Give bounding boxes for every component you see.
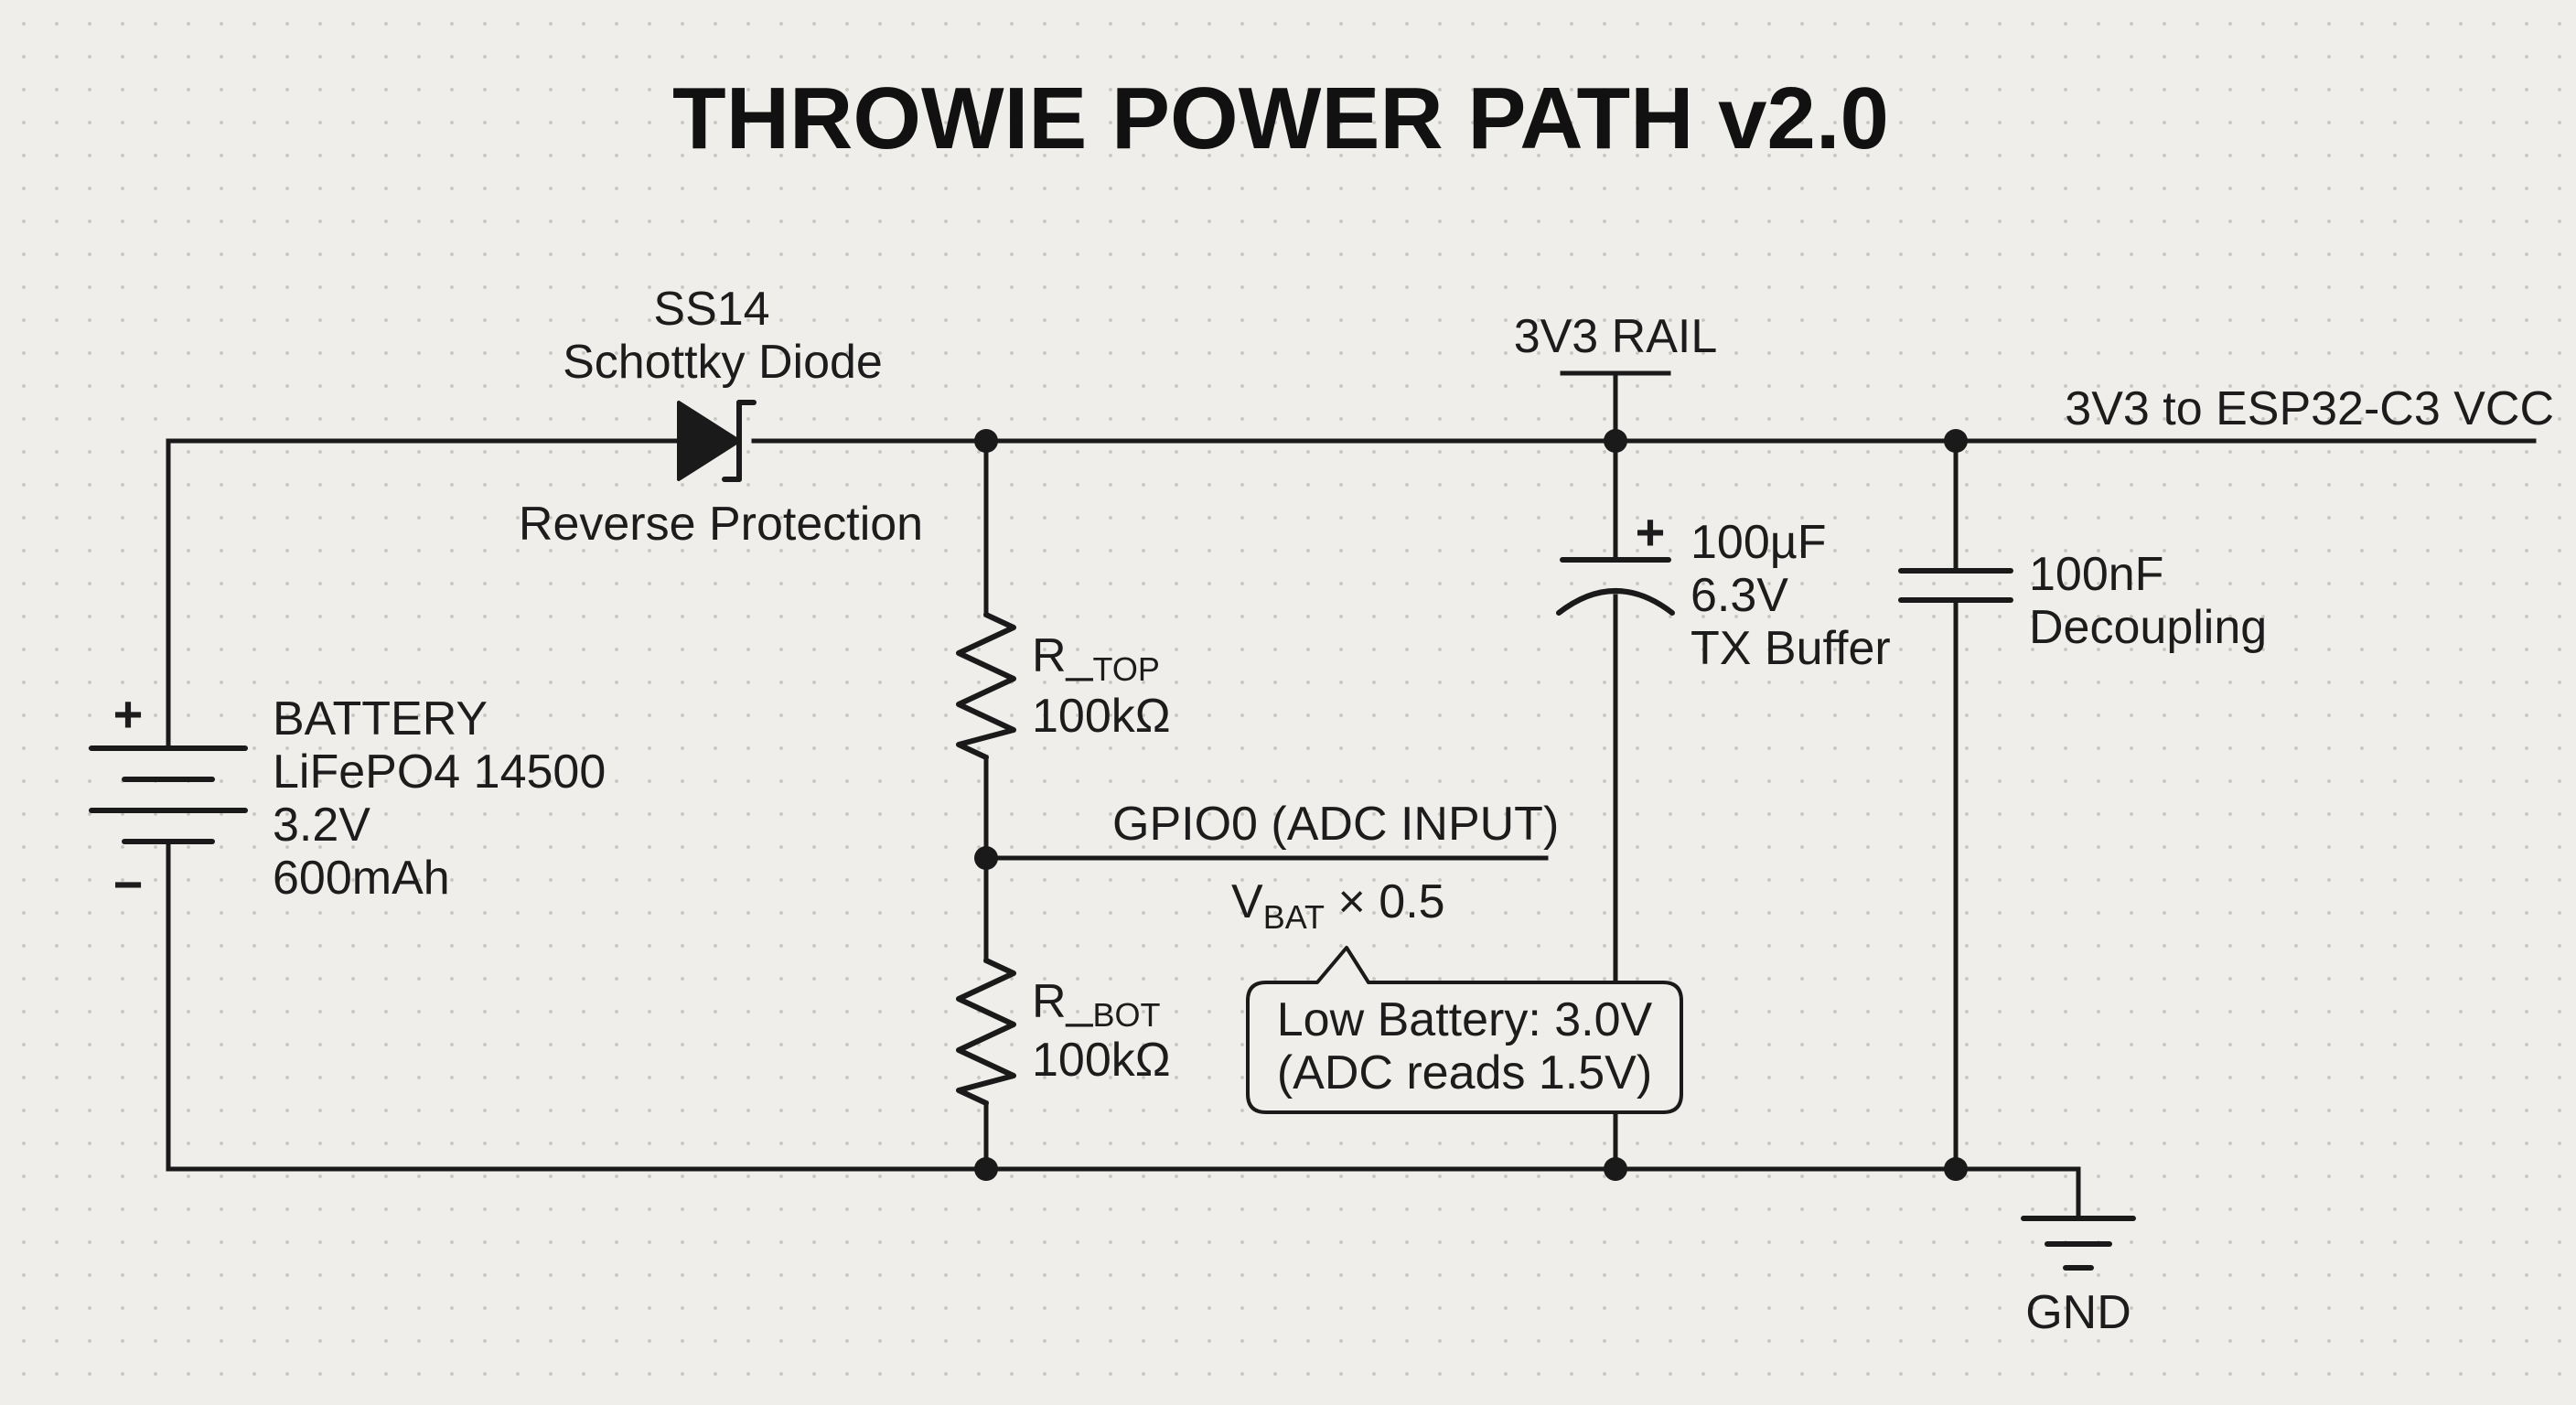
resistor-bottom-name: R_BOT xyxy=(1032,975,1161,1034)
battery-voltage: 3.2V xyxy=(273,799,370,852)
junction-dot xyxy=(974,1157,998,1181)
junction-dot xyxy=(1604,429,1627,453)
resistor-top-value: 100kΩ xyxy=(1032,690,1171,743)
diagram-title: THROWIE POWER PATH v2.0 xyxy=(672,70,1889,167)
schottky-diode-symbol xyxy=(677,400,757,482)
diode-type: Schottky Diode xyxy=(563,336,883,389)
resistor-bottom-value: 100kΩ xyxy=(1032,1034,1171,1087)
junction-dot xyxy=(1944,1157,1968,1181)
diode-part-number: SS14 xyxy=(653,283,769,336)
bulk-cap-purpose: TX Buffer xyxy=(1690,622,1891,675)
ground-label: GND xyxy=(2025,1286,2131,1339)
diode-purpose: Reverse Protection xyxy=(519,498,923,551)
resistor-top-name: R_TOP xyxy=(1032,629,1160,688)
battery-symbol xyxy=(89,745,248,844)
bulk-cap-value: 100µF xyxy=(1690,516,1826,569)
resistor-bottom-symbol xyxy=(956,958,1016,1106)
junction-dot xyxy=(974,429,998,453)
junction-dot xyxy=(974,846,998,870)
decoupling-capacitor-symbol xyxy=(1898,568,2013,603)
rail-output-label: 3V3 to ESP32-C3 VCC xyxy=(2065,382,2554,435)
gpio-label: GPIO0 (ADC INPUT) xyxy=(1112,798,1559,851)
low-battery-callout xyxy=(1246,946,1683,1114)
battery-capacity: 600mAh xyxy=(273,852,450,905)
decoupling-cap-value: 100nF xyxy=(2029,548,2163,601)
wires xyxy=(166,370,2537,1221)
junctions xyxy=(974,429,1968,1181)
resistor-top-symbol xyxy=(956,612,1016,760)
battery-label: BATTERY xyxy=(273,692,488,745)
battery-chemistry: LiFePO4 14500 xyxy=(273,745,606,799)
ground-symbol xyxy=(2021,1216,2136,1271)
bulk-capacitor-symbol xyxy=(1556,557,1675,616)
rail-label: 3V3 RAIL xyxy=(1514,310,1718,363)
bulk-cap-voltage: 6.3V xyxy=(1690,569,1788,622)
battery-minus-sign: − xyxy=(113,855,144,913)
junction-dot xyxy=(1944,429,1968,453)
gpio-formula: VBAT × 0.5 xyxy=(1231,875,1445,936)
decoupling-cap-purpose: Decoupling xyxy=(2029,601,2267,654)
battery-plus-sign: + xyxy=(113,685,144,743)
callout-line-2: (ADC reads 1.5V) xyxy=(1277,1046,1652,1099)
callout-line-1: Low Battery: 3.0V xyxy=(1277,993,1653,1046)
bulk-cap-plus-sign: + xyxy=(1636,503,1666,561)
junction-dot xyxy=(1604,1157,1627,1181)
